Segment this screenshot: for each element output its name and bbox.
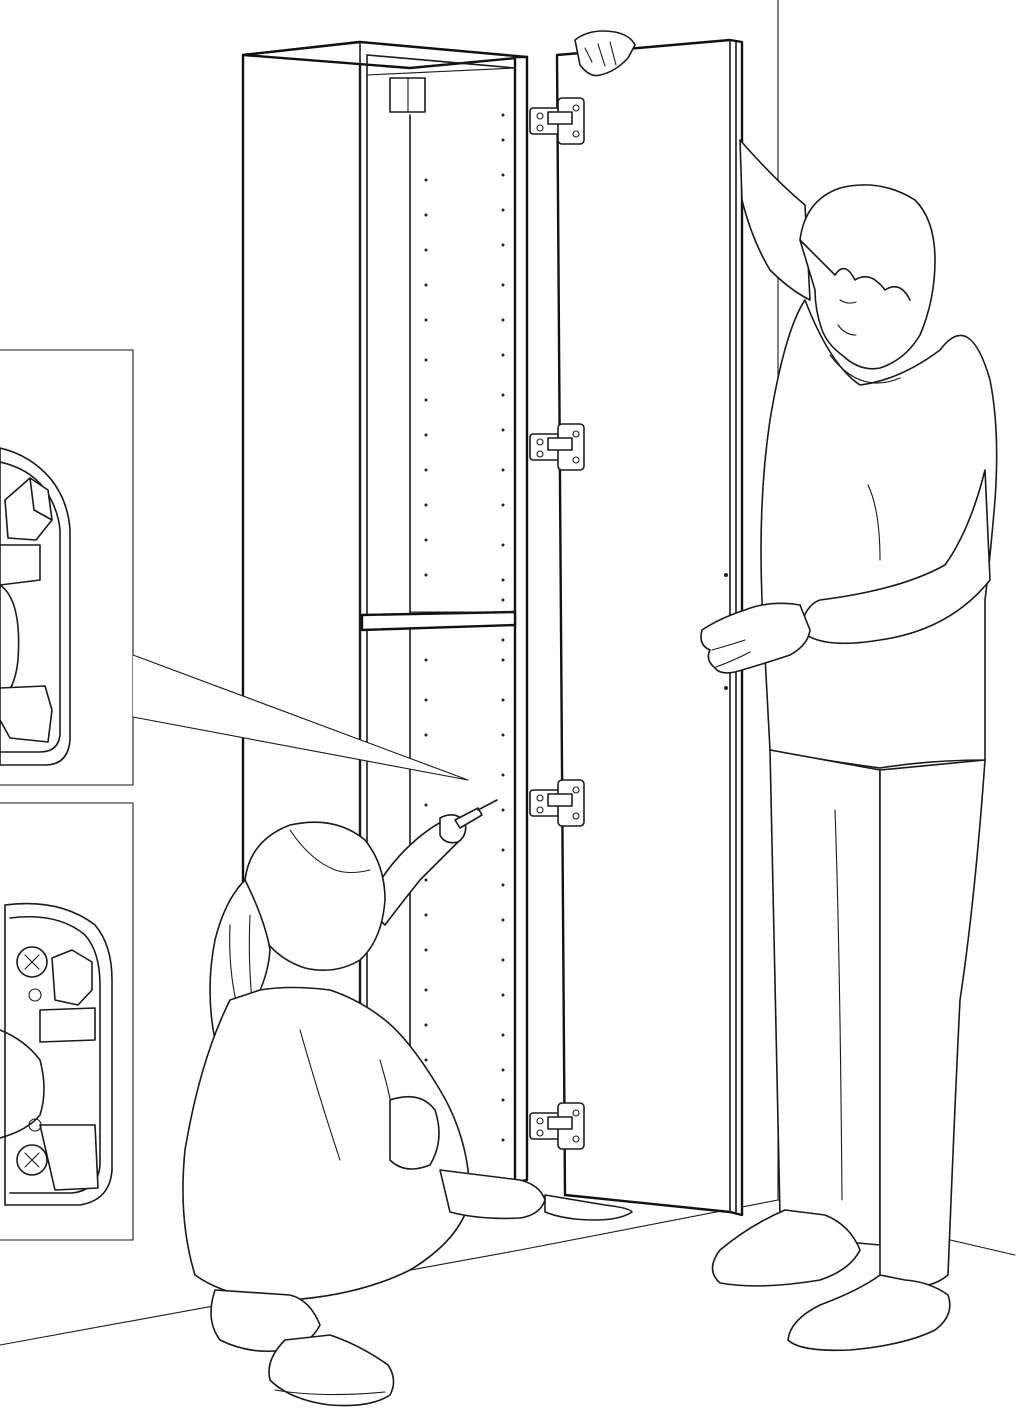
- man-right-shoe: [788, 1275, 950, 1350]
- man-left-leg: [770, 750, 880, 1245]
- hinge-icon: [530, 1103, 584, 1149]
- girl-knee: [390, 1097, 439, 1169]
- girl-lower-arm: [440, 1170, 545, 1218]
- cabinet-front-edge: [515, 57, 527, 1182]
- cabinet-inner-top-shadow: [367, 68, 515, 75]
- cabinet-shelf: [362, 612, 515, 630]
- man-raised-arm: [740, 140, 810, 300]
- cam-lock-detail-icon: [0, 448, 70, 765]
- hinge-icon: [530, 780, 584, 826]
- hinge-icon: [530, 424, 584, 470]
- screwdriver-icon: [455, 800, 497, 828]
- cam-lock-detail-icon: [0, 904, 112, 1205]
- man-right-leg: [880, 760, 985, 1286]
- man-left-shoe: [713, 1210, 861, 1286]
